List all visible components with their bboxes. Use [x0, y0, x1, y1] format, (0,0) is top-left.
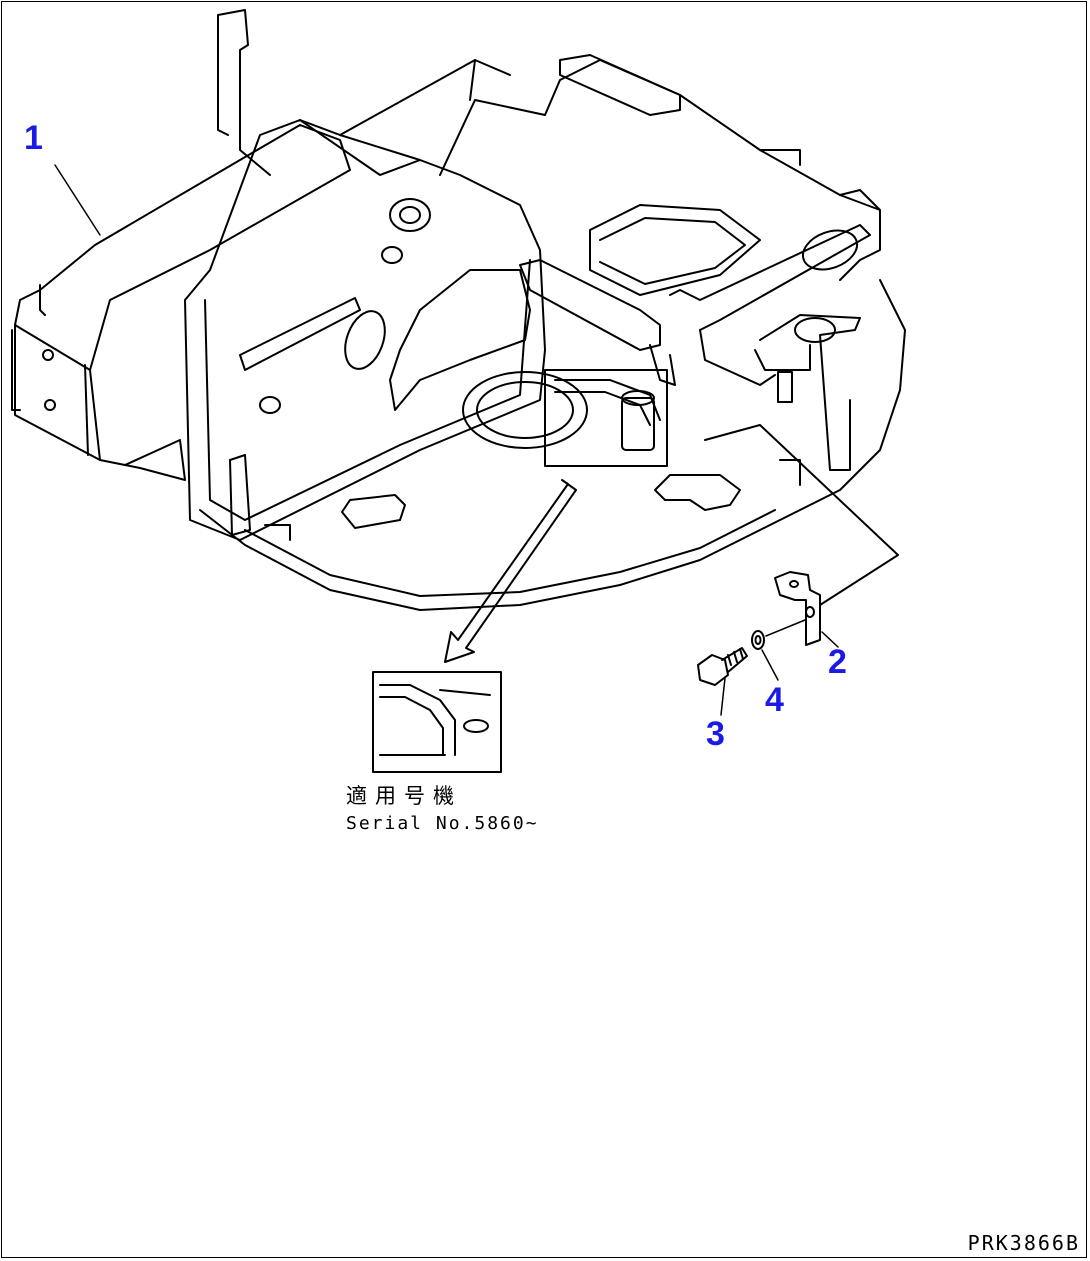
revolving-frame: [11, 9, 906, 611]
drawing-code: PRK3866B: [967, 1231, 1080, 1255]
leader-to-part2: [704, 424, 899, 606]
leader-3: [720, 677, 726, 716]
left-bracket-inner: [204, 259, 531, 521]
floor-plate-outline: [199, 279, 906, 611]
left-box-bracket: [11, 284, 46, 411]
washer-part-4: [751, 630, 765, 650]
right-hole: [801, 229, 859, 271]
left-boom-bracket: [184, 119, 546, 541]
detail-inset-box: [544, 369, 668, 467]
tall-post: [217, 9, 271, 176]
right-bracket: [759, 314, 861, 471]
boss-ring: [389, 198, 431, 232]
leader-4: [761, 649, 779, 681]
left-bracket-top: [299, 119, 421, 161]
inner-cavity: [389, 269, 531, 411]
serial-number-label: Serial No.5860~: [346, 813, 539, 834]
leader-lines: [54, 164, 839, 716]
applicable-serial-label-jp: 適用号機: [346, 784, 462, 808]
inner-loop: [589, 204, 761, 296]
left-box: [14, 124, 351, 481]
bracket-part-2: [774, 571, 821, 646]
swing-circle: [462, 371, 588, 449]
detail-arrow: [444, 479, 577, 663]
leader-4-to-2: [765, 619, 806, 637]
bushing: [621, 397, 655, 451]
callout-1: 1: [24, 119, 43, 157]
small-boss: [381, 246, 403, 264]
right-cross: [669, 224, 871, 331]
top-beam: [559, 54, 681, 116]
back-frame: [439, 59, 881, 281]
bolt-part-3: [697, 647, 748, 686]
leader-2: [821, 631, 839, 648]
leader-1: [54, 164, 101, 236]
front-post: [229, 454, 251, 536]
side-slot: [239, 297, 361, 371]
floor-slot-right: [654, 474, 741, 511]
detail-box: [372, 671, 502, 773]
side-hole: [344, 310, 386, 370]
callout-4: 4: [765, 681, 784, 719]
callout-2: 2: [828, 643, 847, 681]
left-box-edge: [14, 324, 91, 456]
floor-slot: [341, 494, 406, 529]
callout-3: 3: [706, 715, 725, 753]
cross-member: [519, 259, 661, 351]
floor-plate-inner: [244, 509, 776, 597]
serial-detail-view: [372, 671, 502, 773]
